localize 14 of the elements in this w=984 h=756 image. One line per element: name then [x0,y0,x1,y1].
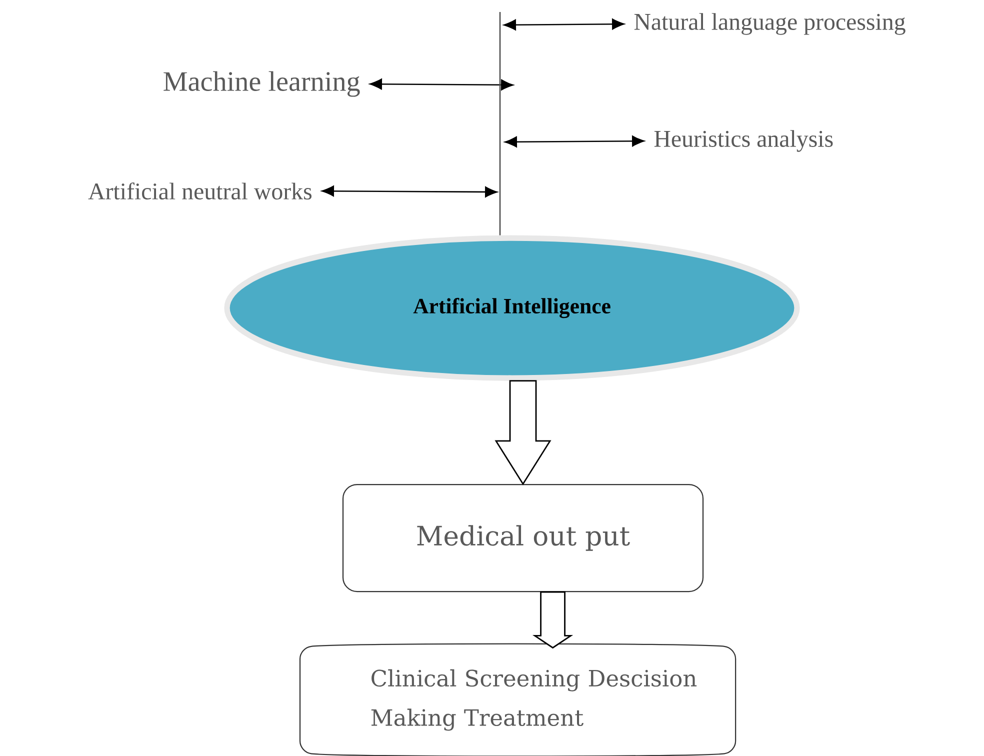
block-arrow [494,380,552,486]
node-label: Artificial neutral works [88,182,312,200]
connector-line [499,12,501,236]
arrow [504,136,644,148]
node-label: Natural language processing [634,13,906,35]
node-label: Machine learning [164,71,360,97]
ellipse-node: Artificial Intelligence [224,235,800,381]
process-box: Medical out put [342,484,704,592]
arrow [322,186,498,198]
result-box: Clinical Screening Descision Making Treatment [299,643,736,756]
arrow [370,78,514,90]
arrow [504,18,624,30]
block-arrow [532,591,574,649]
node-label: Heuristics analysis [654,130,833,152]
